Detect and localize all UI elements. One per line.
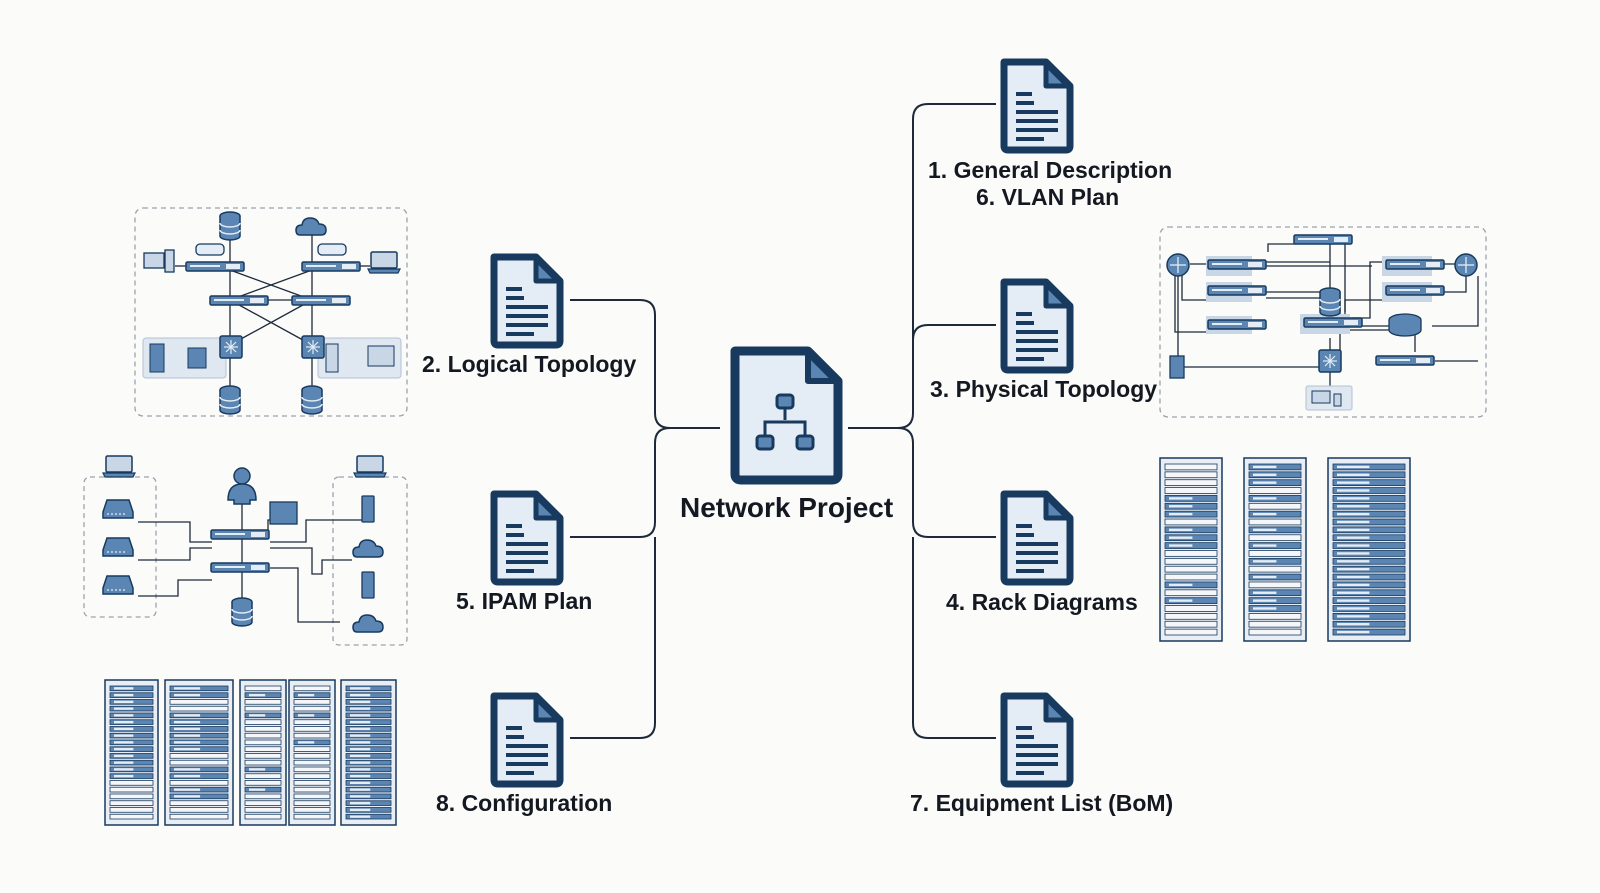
- label-physical-topology[interactable]: 3. Physical Topology: [930, 376, 1158, 402]
- connector-bom: [912, 537, 996, 739]
- server-rack: [164, 679, 234, 826]
- label-rack-diagrams[interactable]: 4. Rack Diagrams: [946, 589, 1138, 615]
- connector-physical: [912, 324, 996, 341]
- server-rack: [340, 679, 397, 826]
- connector-config: [570, 537, 656, 739]
- label-logical-topology[interactable]: 2. Logical Topology: [422, 351, 637, 377]
- label-ipam-plan[interactable]: 5. IPAM Plan: [456, 588, 593, 614]
- center-title[interactable]: Network Project: [680, 492, 894, 523]
- connector-rack: [897, 427, 996, 538]
- connector-logical: [570, 299, 720, 429]
- physical-topology-illustration: [1159, 226, 1487, 418]
- label-configuration[interactable]: 8. Configuration: [436, 790, 613, 816]
- server-rack: [1159, 457, 1223, 642]
- server-rack: [239, 679, 287, 826]
- label-equipment-list[interactable]: 7. Equipment List (BoM): [910, 790, 1174, 816]
- label-general-description[interactable]: 1. General Description: [928, 157, 1173, 183]
- connector-general: [848, 103, 996, 429]
- server-rack: [288, 679, 336, 826]
- connector-ipam: [570, 427, 671, 538]
- rack-diagrams-illustration: [1159, 457, 1411, 642]
- server-rack: [1243, 457, 1307, 642]
- hierarchy-icon: [755, 393, 815, 451]
- server-rack: [1327, 457, 1411, 642]
- server-rack: [104, 679, 159, 826]
- label-vlan-plan[interactable]: 6. VLAN Plan: [976, 184, 1120, 210]
- configuration-racks-illustration: [104, 679, 397, 826]
- network-document-icon[interactable]: [730, 346, 843, 485]
- ipam-illustration: [83, 455, 408, 646]
- logical-topology-illustration: [134, 207, 408, 417]
